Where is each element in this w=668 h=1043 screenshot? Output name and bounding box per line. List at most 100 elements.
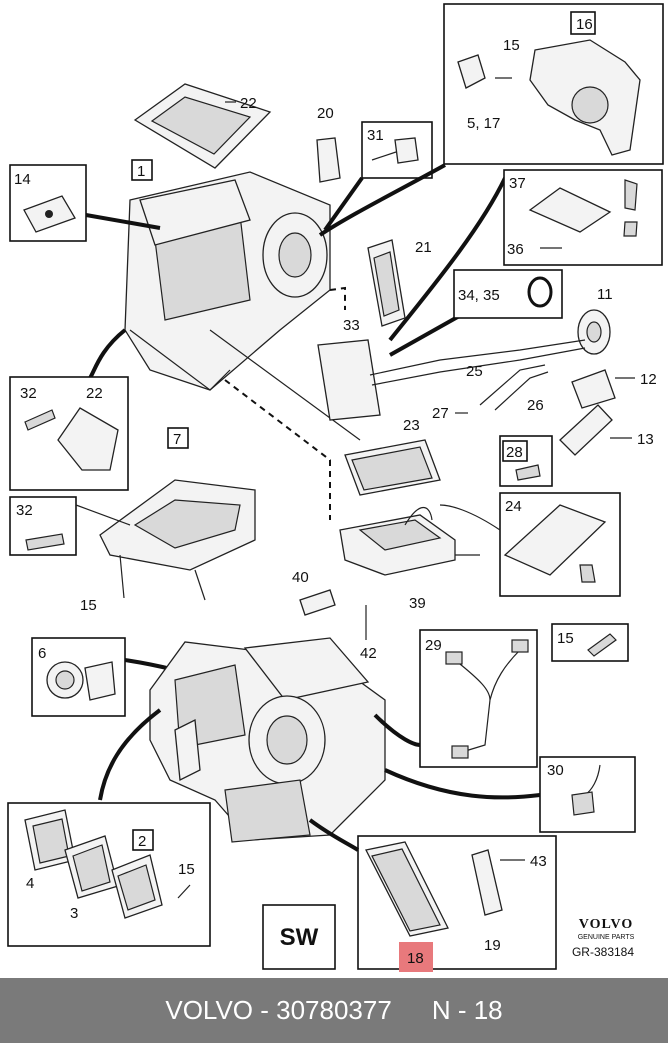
footer-bar: VOLVO - 30780377 N - 18 <box>0 978 668 1043</box>
inset-box-14: 14 <box>9 164 87 242</box>
inset-box-31: 31 <box>361 121 433 179</box>
inset-box-6: 6 <box>31 637 126 717</box>
callout-4: 4 <box>26 875 34 892</box>
callout-27: 27 <box>432 405 449 422</box>
leader-29 <box>373 713 421 747</box>
callout-22-top: 22 <box>240 95 257 112</box>
leader-15-a <box>119 554 125 599</box>
inset-box-15: 15 <box>551 623 629 662</box>
callout-19: 19 <box>484 937 501 954</box>
hvac-unit-bottom <box>149 637 386 843</box>
leader-37 <box>388 177 507 342</box>
frame-22: 22 <box>133 83 272 169</box>
sw-box: SW <box>262 904 336 970</box>
control-module-39: 39 <box>339 506 480 612</box>
callout-32: 32 <box>16 502 33 519</box>
pipes-26-27: 26 27 <box>432 364 549 422</box>
sw-label: SW <box>280 924 319 951</box>
inset-box-32: 32 <box>9 496 77 556</box>
callout-25: 25 <box>466 363 483 380</box>
footer-part-number: VOLVO - 30780377 <box>165 995 392 1025</box>
callout-30: 30 <box>547 762 564 779</box>
callout-39: 39 <box>409 595 426 612</box>
inset-box-16: 16 15 5, 17 <box>443 3 664 165</box>
callout-32-top: 32 <box>20 385 37 402</box>
dash-33 <box>329 286 346 310</box>
callout-31: 31 <box>367 127 384 144</box>
callout-18: 18 <box>407 950 424 967</box>
leader-32 <box>75 504 131 526</box>
callout-43: 43 <box>530 853 547 870</box>
inset-box-37: 37 36 <box>503 169 663 266</box>
panel-21: 21 <box>367 239 432 327</box>
actuator-gear <box>571 86 609 124</box>
callout-24: 24 <box>505 498 522 515</box>
dash-39 <box>224 379 331 520</box>
leader-18 <box>308 818 360 852</box>
leader-16 <box>318 163 446 237</box>
callout-13: 13 <box>637 431 654 448</box>
volvo-brand: VOLVO GENUINE PARTS GR-383184 <box>572 917 635 959</box>
inset-box-30: 30 <box>539 756 636 833</box>
callout-7: 7 <box>173 431 181 448</box>
callout-21: 21 <box>415 239 432 256</box>
callout-40: 40 <box>292 569 309 586</box>
callout-37: 37 <box>509 175 526 192</box>
grommet-11: 11 <box>577 286 613 355</box>
callout-36: 36 <box>507 241 524 258</box>
callout-11: 11 <box>597 286 613 303</box>
callout-26: 26 <box>527 397 544 414</box>
part-40: 40 <box>292 569 336 616</box>
callout-28: 28 <box>506 444 523 461</box>
callout-box-16 <box>570 11 596 35</box>
callout-33: 33 <box>343 317 360 334</box>
heater-core-23: 23 <box>344 417 441 496</box>
inset-box-2-3-4: 2 4 3 15 <box>7 802 211 947</box>
inset-box-32-22: 32 22 <box>9 376 129 491</box>
brand-name: VOLVO <box>579 917 634 932</box>
callout-12: 12 <box>640 371 657 388</box>
callout-20: 20 <box>317 105 334 122</box>
leader-23 <box>209 329 361 441</box>
leader-14 <box>85 213 161 230</box>
leader-22b <box>88 328 127 380</box>
callout-42: 42 <box>360 645 377 662</box>
callout-16: 16 <box>576 16 593 33</box>
footer-position: N - 18 <box>431 995 503 1025</box>
callout-15-top: 15 <box>503 37 520 54</box>
parts-diagram: 16 15 5, 17 22 20 31 14 1 <box>7 3 664 972</box>
evaporator-33: 33 25 <box>317 317 586 421</box>
callout-6: 6 <box>38 645 46 662</box>
inset-box-34-35: 34, 35 <box>453 269 563 319</box>
leader-bottom-left <box>98 708 162 801</box>
callout-14: 14 <box>14 171 31 188</box>
callout-5-17: 5, 17 <box>467 115 500 132</box>
callout-box-7 <box>167 427 189 449</box>
brand-tagline: GENUINE PARTS <box>578 934 635 941</box>
motor-part-5-17 <box>457 54 486 89</box>
callout-2: 2 <box>138 833 146 850</box>
callout-box-1 <box>131 159 153 181</box>
callout-15-left: 15 <box>80 597 97 614</box>
callout-1: 1 <box>137 163 145 180</box>
callout-23: 23 <box>403 417 420 434</box>
leader-31 <box>323 176 364 232</box>
brand-ref: GR-383184 <box>572 945 634 959</box>
callout-15-bottom: 15 <box>178 861 195 878</box>
leader-30 <box>384 768 541 800</box>
inset-box-29: 29 <box>419 629 538 768</box>
callout-34-35: 34, 35 <box>458 287 500 304</box>
highlight-18 <box>399 942 433 972</box>
inset-box-28: 28 <box>499 435 553 487</box>
inset-box-24: 24 <box>499 492 621 597</box>
inset-box-18: 43 19 18 <box>357 835 557 972</box>
callout-15-box: 15 <box>557 630 574 647</box>
callout-22-inset: 22 <box>86 385 103 402</box>
bracket-13: 13 <box>559 404 654 456</box>
floor-duct-7 <box>99 479 256 601</box>
leader-24 <box>439 504 501 531</box>
callout-29: 29 <box>425 637 442 654</box>
callout-3: 3 <box>70 905 78 922</box>
hvac-unit-top <box>124 171 331 391</box>
